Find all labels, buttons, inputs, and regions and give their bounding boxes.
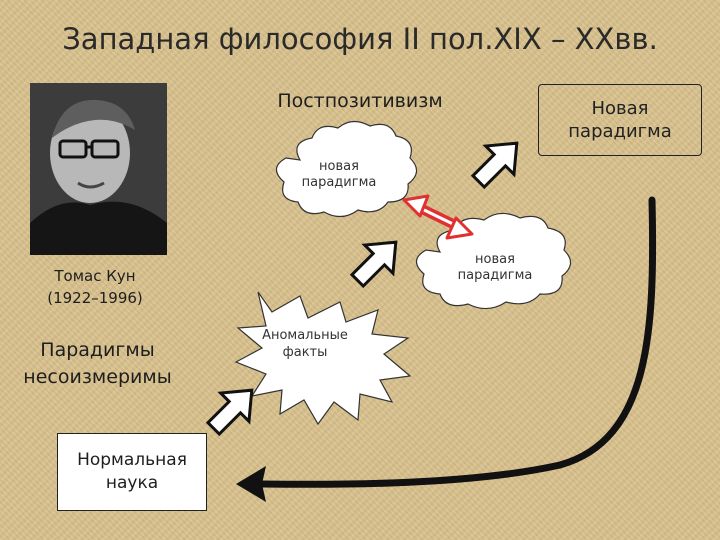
incommensurable-line1: Парадигмы [40, 339, 155, 361]
hollow-arrow-bottom [205, 388, 254, 437]
cloud-lower-line2: парадигма [457, 268, 533, 283]
return-arrowhead [236, 466, 266, 502]
cloud-upper-line1: новая [319, 159, 359, 174]
anomaly-line2: факты [282, 345, 328, 360]
incommensurable-line2: несоизмеримы [23, 366, 172, 388]
cloud-lower-text: новая парадигма [430, 252, 560, 284]
red-double-arrow [402, 194, 474, 240]
cloud-upper-line2: парадигма [301, 175, 377, 190]
person-photo [30, 83, 167, 255]
return-curve-arrow [258, 196, 657, 488]
person-name: Томас Кун [54, 267, 136, 285]
hollow-arrow-middle [349, 240, 398, 289]
anomaly-line1: Аномальные [262, 328, 348, 343]
new-paradigm-box: Новая парадигма [538, 84, 702, 156]
new-paradigm-label: Новая парадигма [568, 98, 672, 142]
slide-subtitle: Постпозитивизм [277, 90, 443, 112]
cloud-upper [275, 120, 418, 218]
cloud-lower-line1: новая [475, 252, 515, 267]
incommensurable-text: Парадигмы несоизмеримы [10, 337, 185, 391]
slide-title: Западная философия II пол.XIX – XXвв. [62, 22, 658, 56]
portrait-drawing [30, 83, 167, 255]
normal-science-line2: наука [105, 473, 159, 493]
cloud-upper-text: новая парадигма [289, 159, 389, 191]
hollow-arrow-top [470, 141, 519, 190]
anomaly-starburst [234, 291, 412, 426]
person-years: (1922–1996) [47, 289, 143, 307]
normal-science-line1: Нормальная [77, 450, 187, 470]
normal-science-box: Нормальная наука [57, 433, 207, 511]
anomaly-text: Аномальные факты [240, 327, 370, 361]
